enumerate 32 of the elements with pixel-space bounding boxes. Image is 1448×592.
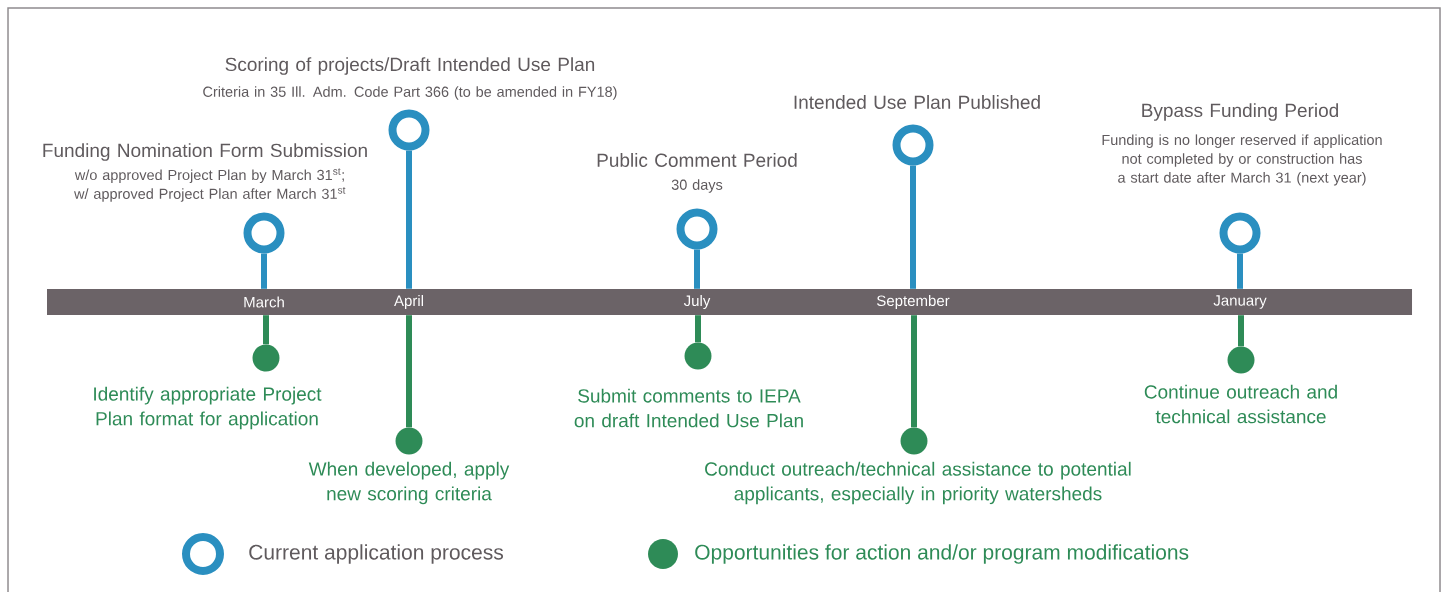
legend-text: Current application process bbox=[249, 544, 503, 564]
milestone-title: Bypass Funding Period bbox=[1142, 103, 1338, 121]
stem-line bbox=[406, 150, 412, 289]
legend-text: Opportunities for action and/or program modifications bbox=[695, 544, 1189, 564]
month-label: September bbox=[877, 295, 950, 309]
stem-line bbox=[911, 315, 917, 428]
timeline-bar bbox=[47, 289, 1412, 315]
stem-line bbox=[406, 315, 412, 428]
stem-line bbox=[263, 315, 269, 345]
stem-line bbox=[695, 315, 701, 343]
milestone-note: Funding is no longer reserved if application not completed by or construction has a start date after March 31 (next year) bbox=[1102, 134, 1382, 186]
milestone-title: Scoring of projects/Draft Intended Use Plan bbox=[225, 57, 595, 75]
stem-line bbox=[1238, 315, 1244, 347]
stem-line bbox=[910, 165, 916, 289]
month-label: January bbox=[1213, 295, 1267, 309]
milestone-title: Funding Nomination Form Submission bbox=[43, 143, 367, 161]
milestone-note: w/o approved Project Plan by March 31$^{st}$; w/ approved Project Plan after March 31$^{st}$ bbox=[74, 168, 346, 202]
action-text: Submit comments to IEPA on draft Intended Use Plan bbox=[574, 388, 803, 428]
milestone-note: 30 days bbox=[671, 179, 723, 193]
month-label: July bbox=[683, 295, 711, 309]
action-text: Conduct outreach/technical assistance to potential applicants, especially in priority watersheds bbox=[705, 461, 1131, 505]
month-label: March bbox=[244, 296, 284, 308]
milestone-title: Public Comment Period bbox=[597, 153, 797, 167]
stem-line bbox=[694, 249, 700, 289]
stem-line bbox=[261, 253, 267, 289]
action-text: Continue outreach and technical assistance bbox=[1144, 384, 1337, 424]
action-text: When developed, apply new scoring criteria bbox=[308, 461, 510, 505]
stem-line bbox=[1237, 253, 1243, 289]
action-text: Identify appropriate Project Plan format for application bbox=[94, 386, 322, 430]
milestone-note: Criteria in 35 Ill. Adm. Code Part 366 (to be amended in FY18) bbox=[203, 86, 617, 100]
month-label: April bbox=[394, 295, 423, 309]
milestone-title: Intended Use Plan Published bbox=[794, 95, 1040, 109]
